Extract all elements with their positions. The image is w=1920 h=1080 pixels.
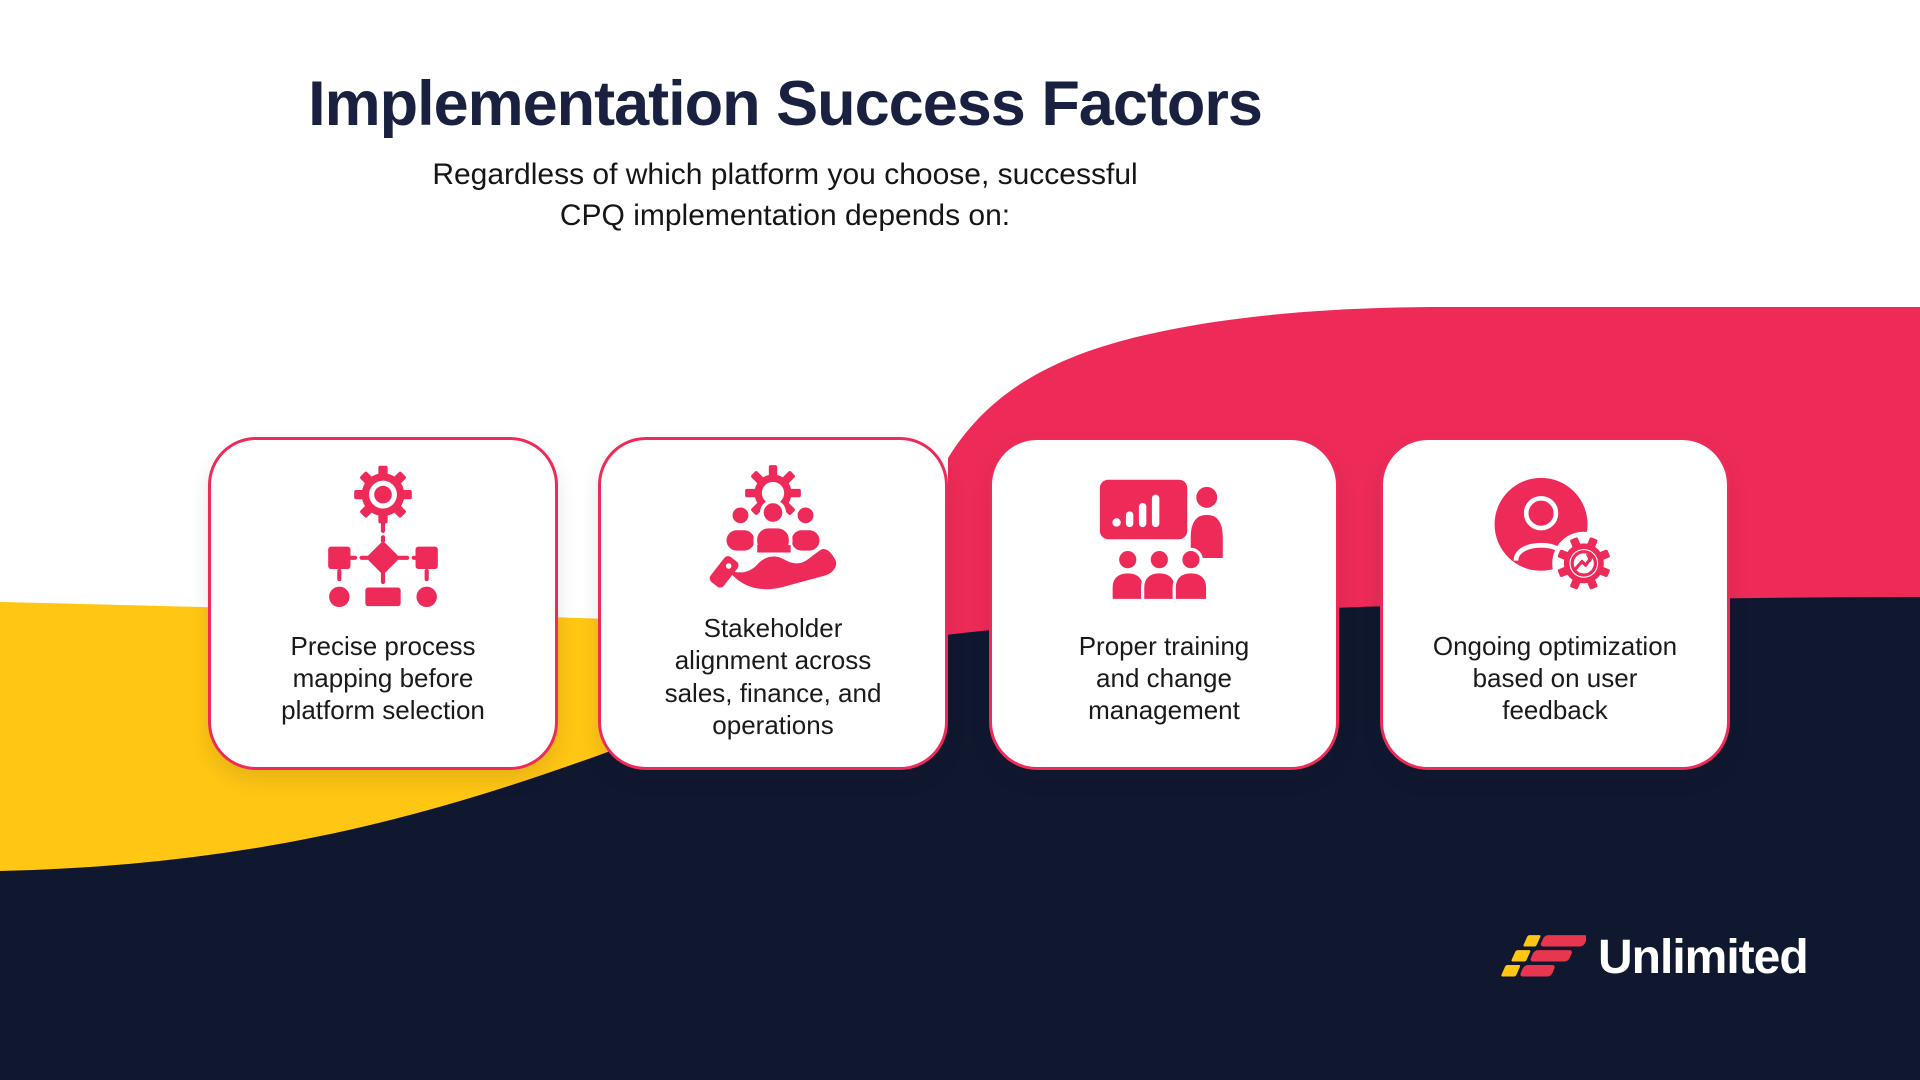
card-label: Ongoing optimization based on user feedb… <box>1432 631 1678 726</box>
card-stakeholder-alignment: Stakeholder alignment across sales, fina… <box>598 437 948 770</box>
process-mapping-flowchart-icon <box>328 465 438 608</box>
brand-logo-text: Unlimited <box>1598 931 1809 984</box>
page-subtitle: Regardless of which platform you choose,… <box>432 158 1138 232</box>
ongoing-optimization-icon <box>1494 477 1616 595</box>
card-label: Precise process mapping before platform … <box>281 631 485 726</box>
card-ongoing-optimization: Ongoing optimization based on user feedb… <box>1380 437 1730 770</box>
brand-logo-mark <box>1501 935 1586 977</box>
card-label: Proper training and change management <box>1078 631 1250 726</box>
card-process-mapping: Precise process mapping before platform … <box>208 437 558 770</box>
card-proper-training: Proper training and change management <box>989 437 1339 770</box>
card-label: Stakeholder alignment across sales, fina… <box>664 613 882 740</box>
brand-logo: Unlimited <box>1498 930 1809 986</box>
training-change-management-icon <box>1099 479 1227 603</box>
page-title: Implementation Success Factors <box>308 69 1263 139</box>
header: Implementation Success Factors Regardles… <box>0 0 1570 236</box>
stakeholder-alignment-icon <box>709 465 837 590</box>
